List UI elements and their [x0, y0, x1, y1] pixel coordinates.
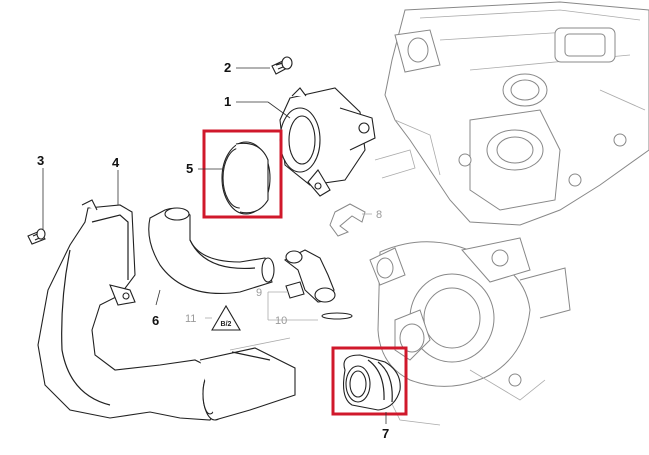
- seal-ring-part-5: [221, 141, 271, 215]
- breather-elbow-part-9: [283, 249, 336, 303]
- clip-part-8: [329, 203, 366, 237]
- callout-3: 3: [37, 153, 44, 168]
- air-hose-part-6: [148, 207, 275, 295]
- leader-lines: [42, 67, 387, 424]
- callout-6: 6: [152, 313, 159, 328]
- callout-5: 5: [186, 161, 193, 176]
- callout-9: 9: [256, 287, 262, 299]
- callout-1: 1: [224, 94, 231, 109]
- callout-2: 2: [224, 60, 231, 75]
- highlight-box-part-5: [202, 129, 283, 219]
- o-ring-part-10: [321, 312, 353, 320]
- throttle-body: [279, 87, 376, 197]
- callout-4: 4: [112, 155, 120, 170]
- callout-10: 10: [275, 315, 287, 327]
- highlight-box-part-7: [331, 346, 408, 416]
- screw-part-2: [271, 56, 293, 75]
- engine-block: [374, 1, 649, 226]
- callout-7: 7: [382, 426, 389, 441]
- turbo-inlet-hose-part-7: [343, 354, 401, 411]
- screw-part-3: [27, 228, 46, 245]
- turbocharger: [369, 237, 571, 426]
- callout-11: 11: [185, 313, 196, 325]
- svg-text:B/2: B/2: [221, 321, 232, 328]
- callout-8: 8: [376, 209, 382, 221]
- warning-triangle-icon: B/2: [211, 304, 241, 331]
- air-duct-part-4: [37, 199, 296, 421]
